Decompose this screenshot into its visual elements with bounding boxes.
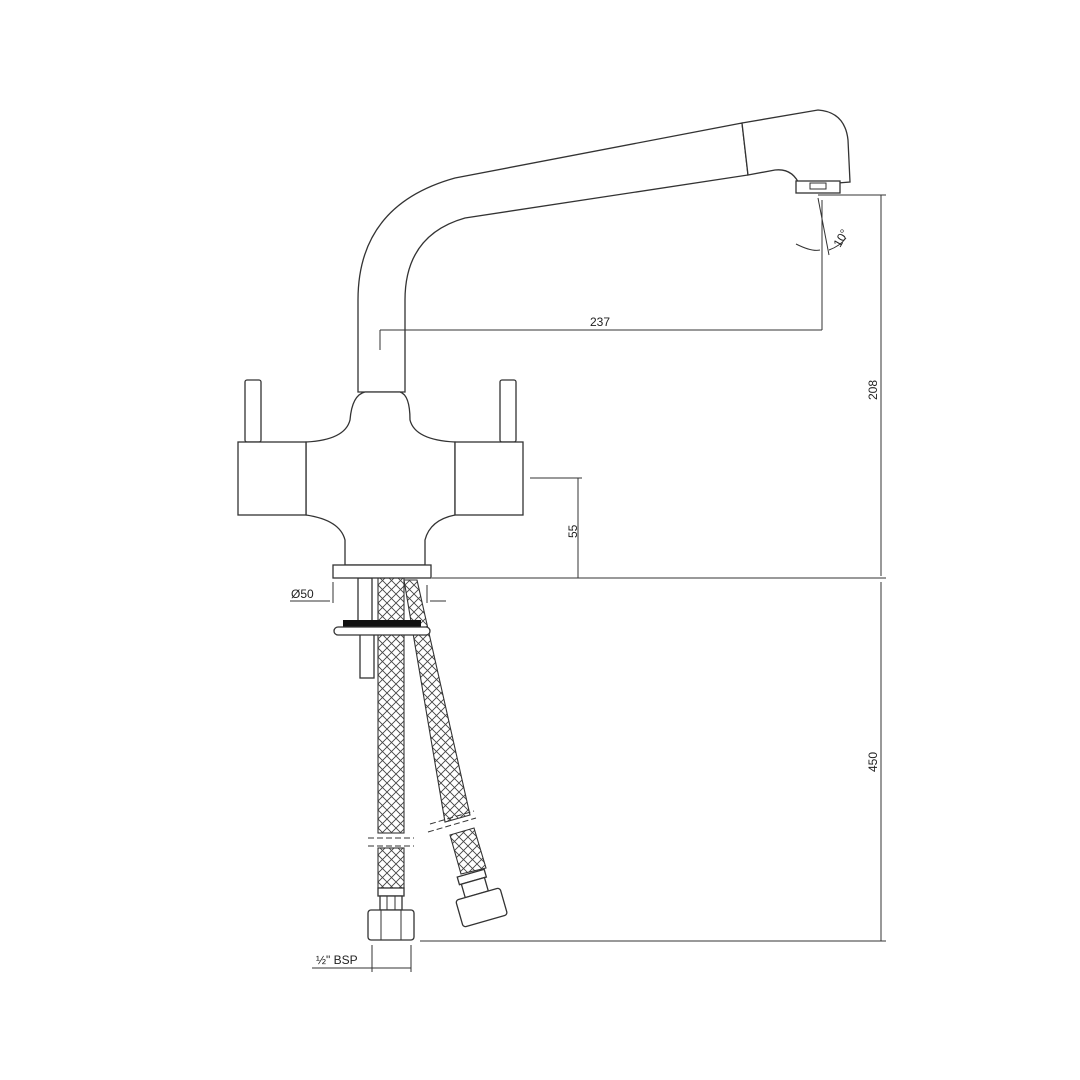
mounting-stud — [357, 577, 373, 627]
dim-spout-angle: 10° — [830, 227, 851, 250]
base-plate — [332, 564, 432, 579]
dim-hose-length: 450 — [866, 752, 880, 772]
tap-body — [305, 391, 456, 566]
hose-nut-left — [367, 909, 415, 941]
seal-washer — [343, 620, 421, 627]
handle-block-right — [454, 441, 524, 516]
lever-left — [244, 379, 262, 443]
dim-connection: ½" BSP — [316, 953, 358, 967]
handle-block-left — [237, 441, 307, 516]
hose-nut-right — [455, 868, 508, 928]
spout — [357, 122, 749, 393]
flange-washer — [333, 626, 431, 636]
dim-spout-height: 208 — [866, 380, 880, 400]
aerator — [795, 180, 841, 194]
spout-head — [741, 109, 851, 187]
dimension-lines — [290, 194, 886, 972]
dim-handle-height: 55 — [566, 524, 580, 538]
dim-base-diameter: Ø50 — [291, 587, 314, 601]
lever-right — [499, 379, 517, 443]
hose-right — [403, 579, 508, 928]
dim-spout-reach: 237 — [590, 315, 610, 329]
